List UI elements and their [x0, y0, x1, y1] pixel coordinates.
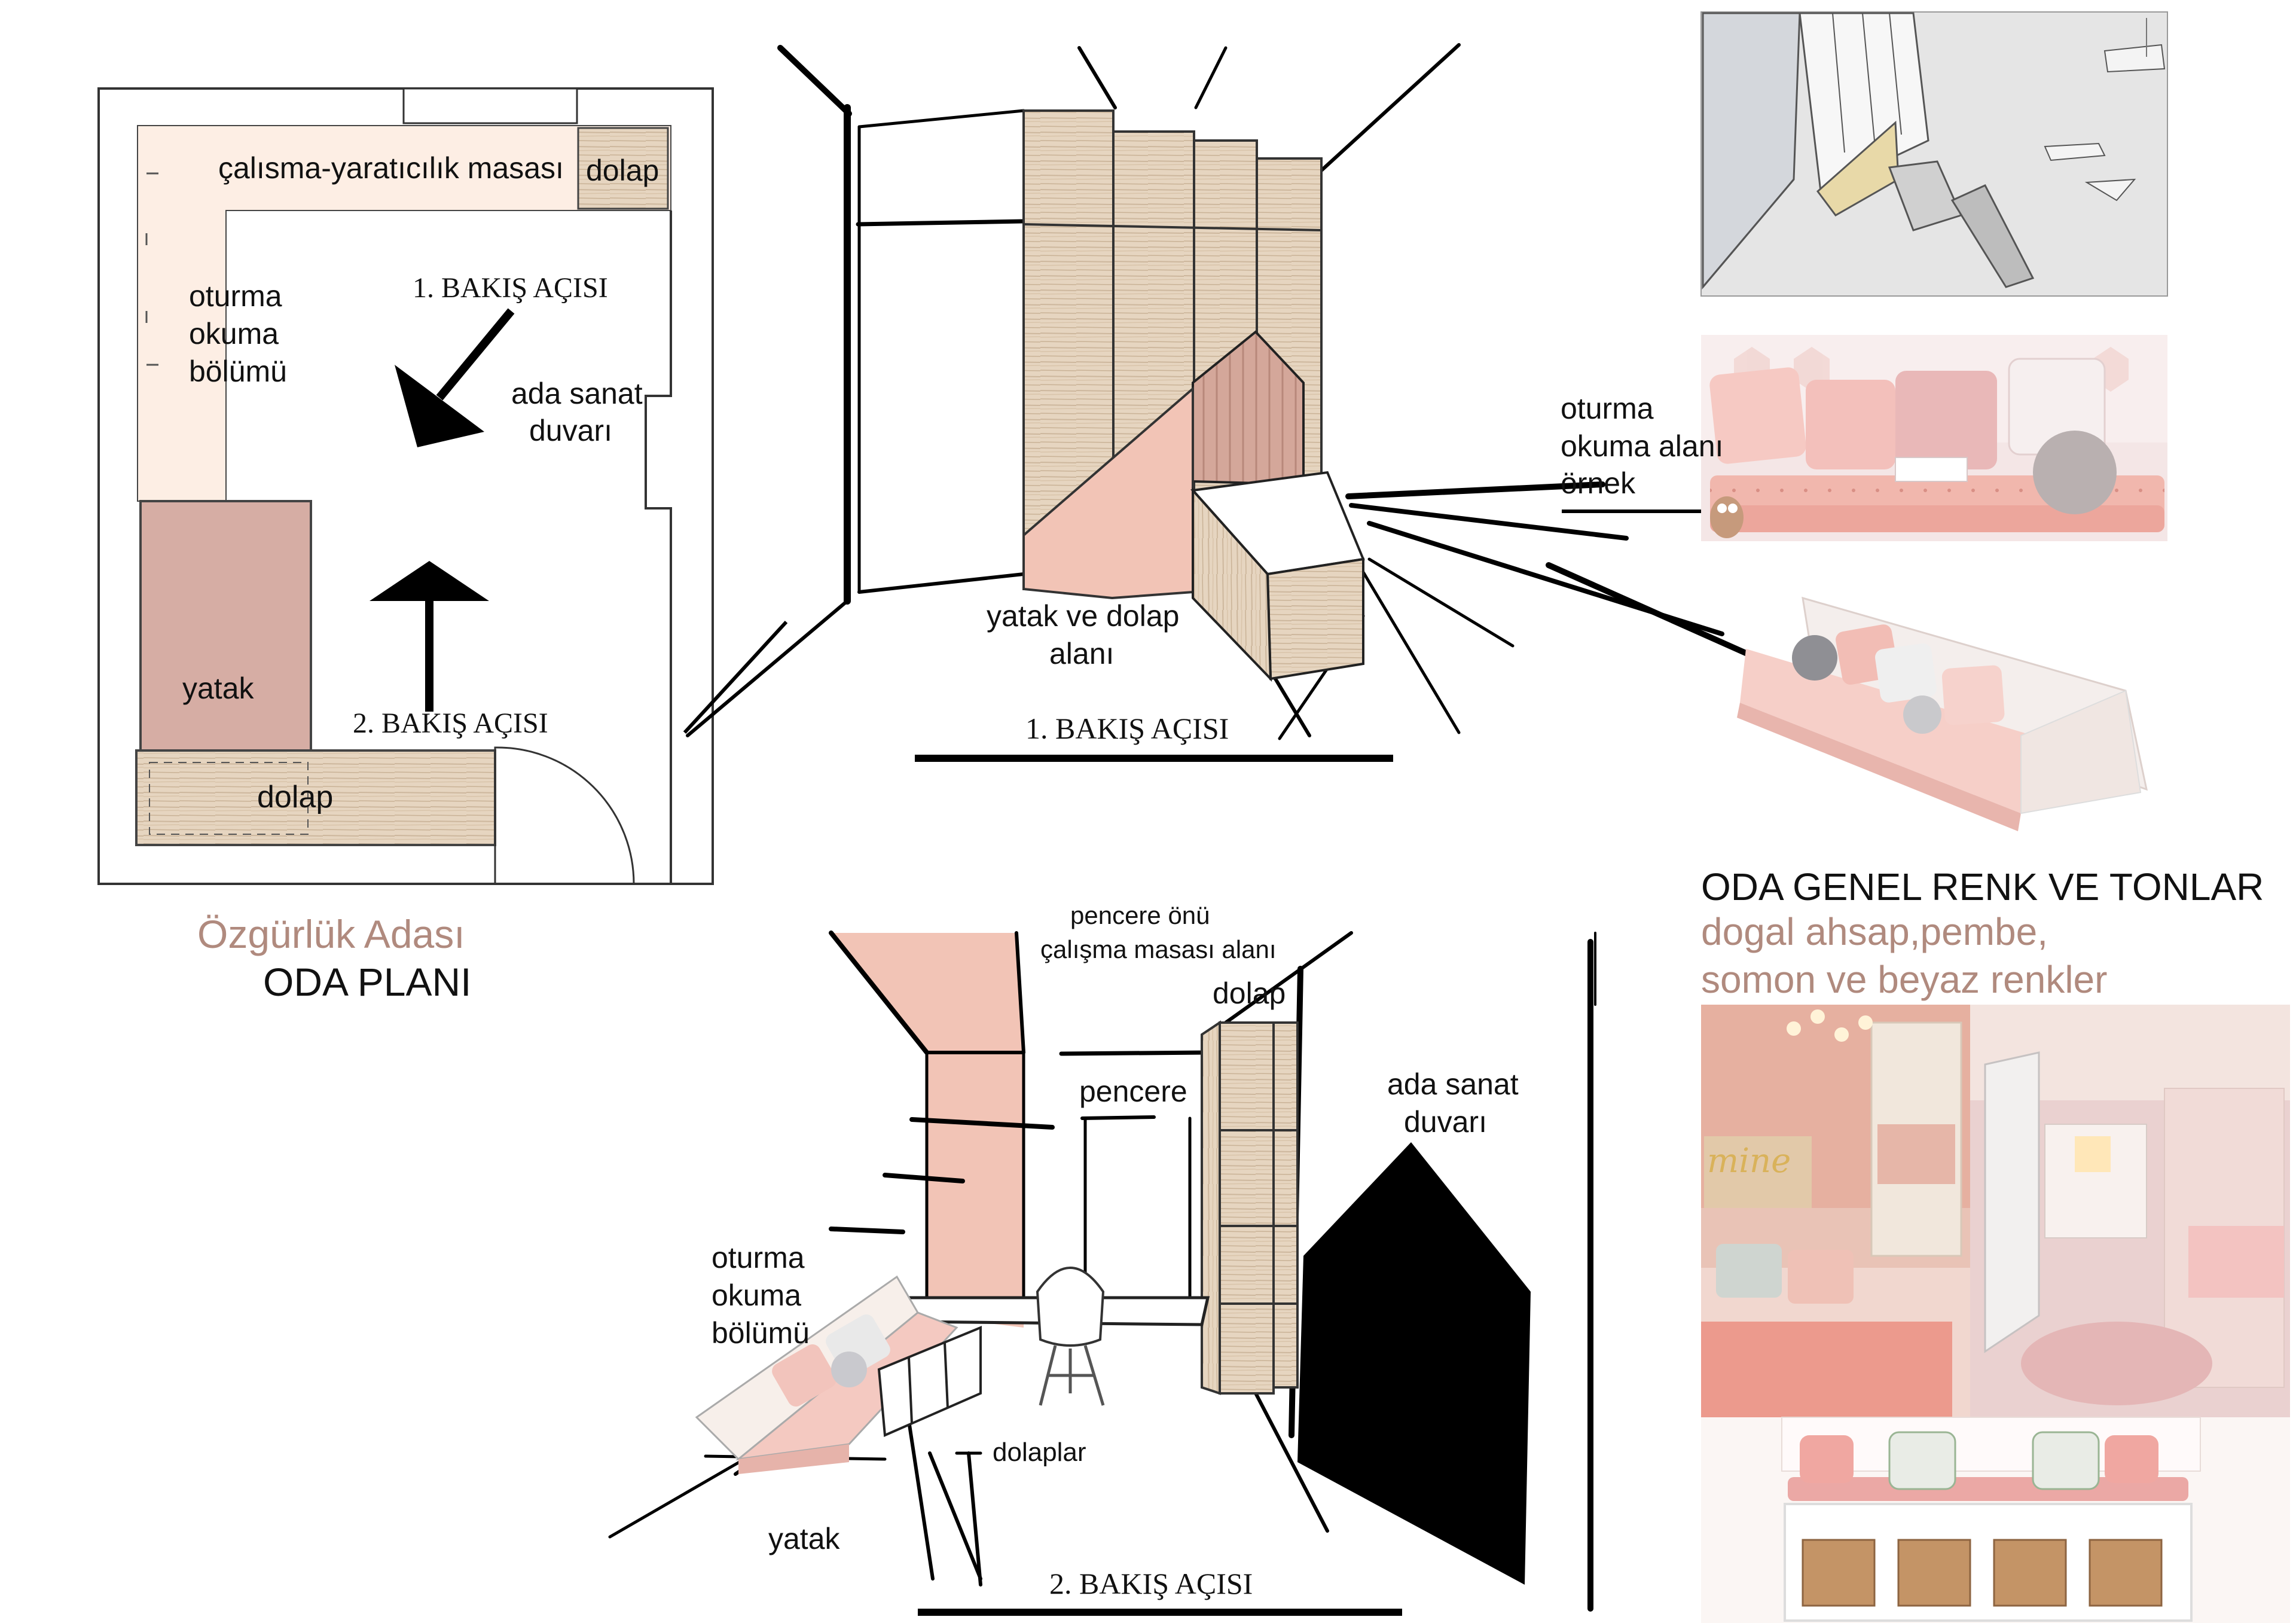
- plan-labels: çalısma-yaratıcılık masası dolap oturma …: [182, 151, 659, 1004]
- view2-reading-label-3: bölümü: [712, 1316, 810, 1350]
- plan-cabinet-bottom: [135, 749, 496, 846]
- moodboard-photo-bedroom-1: mine: [1701, 1005, 1970, 1417]
- view2-art-wall-label-2: duvarı: [1404, 1105, 1487, 1139]
- view2-cabinet-label: dolap: [1213, 977, 1286, 1010]
- view2-reading-label-2: okuma: [712, 1279, 801, 1312]
- floor-plan: [97, 87, 788, 885]
- palette-title: ODA GENEL RENK VE TONLAR: [1701, 865, 2264, 908]
- view2-arrow: [370, 561, 489, 712]
- plan-desk-label: çalısma-yaratıcılık masası: [218, 151, 564, 185]
- render-3d-sketch: [1700, 11, 2168, 297]
- view2-cabinets-label: dolaplar: [993, 1438, 1086, 1467]
- plan-window: [402, 87, 578, 124]
- palette-line-2: somon ve beyaz renkler: [1701, 958, 2107, 1001]
- view2-bed-label: yatak: [768, 1522, 841, 1555]
- view2-chair: [1036, 1267, 1105, 1406]
- view1-labels: yatak ve dolap alanı 1. BAKIŞ AÇISI: [987, 599, 1229, 745]
- view1-caption: 1. BAKIŞ AÇISI: [1025, 712, 1229, 745]
- view2-labels: pencere önü çalışma masası alanı dolap p…: [712, 901, 1519, 1600]
- plan-title-2: ODA PLANI: [263, 960, 471, 1004]
- plan-cabinet-bottom-label: dolap: [257, 780, 333, 814]
- view2-perspective: [608, 931, 1596, 1616]
- plan-title-1: Özgürlük Adası: [197, 912, 465, 956]
- view1-bed-area-label-2: alanı: [1049, 637, 1114, 670]
- plan-reading-label-3: bölümü: [189, 355, 287, 388]
- example-labels: oturma okuma alanı örnek: [1561, 392, 1723, 513]
- example-label-3: örnek: [1561, 466, 1636, 500]
- plan-cabinet-top-label: dolap: [586, 154, 659, 187]
- plan-door: [494, 746, 635, 884]
- plan-reading-label-2: okuma: [189, 317, 279, 350]
- view1-arrow: [395, 308, 515, 447]
- plan-view1-label: 1. BAKIŞ AÇISI: [413, 272, 608, 304]
- view2-art-wall-label-1: ada sanat: [1387, 1067, 1519, 1101]
- view1-perspective: [686, 43, 1773, 762]
- view2-art-wall: [1297, 1142, 1531, 1585]
- reading-example-photo-1: [1701, 335, 2167, 541]
- example-label-2: okuma alanı: [1561, 429, 1723, 463]
- plan-cabinet-top: [577, 127, 669, 210]
- palette-line-1: dogal ahsap,pembe,: [1701, 910, 2048, 953]
- moodboard-photo-bedroom-2: [1970, 1005, 2290, 1417]
- plan-art-wall-label-2: duvarı: [529, 414, 612, 447]
- view2-caption: 2. BAKIŞ AÇISI: [1049, 1567, 1253, 1600]
- view2-window-label: pencere: [1079, 1075, 1187, 1108]
- reading-example-photo-2: [1737, 596, 2148, 831]
- moodboard-photo-window-seat: [1701, 1417, 2290, 1623]
- plan-view2-label: 2. BAKIŞ AÇISI: [353, 707, 548, 739]
- palette-heading: ODA GENEL RENK VE TONLAR dogal ahsap,pem…: [1701, 865, 2264, 1001]
- moodboard-photo-text: mine: [1707, 1142, 1791, 1180]
- example-label-1: oturma: [1561, 392, 1654, 425]
- plan-reading-label-1: oturma: [189, 279, 282, 313]
- view2-reading-label-1: oturma: [712, 1241, 805, 1274]
- view2-window-desk-label-1: pencere önü: [1070, 901, 1210, 929]
- plan-art-wall-label-1: ada sanat: [511, 377, 643, 410]
- view2-window-desk-label-2: çalışma masası alanı: [1040, 935, 1277, 963]
- view1-bed-area-label-1: yatak ve dolap: [987, 599, 1179, 633]
- plan-bed-label: yatak: [182, 672, 255, 705]
